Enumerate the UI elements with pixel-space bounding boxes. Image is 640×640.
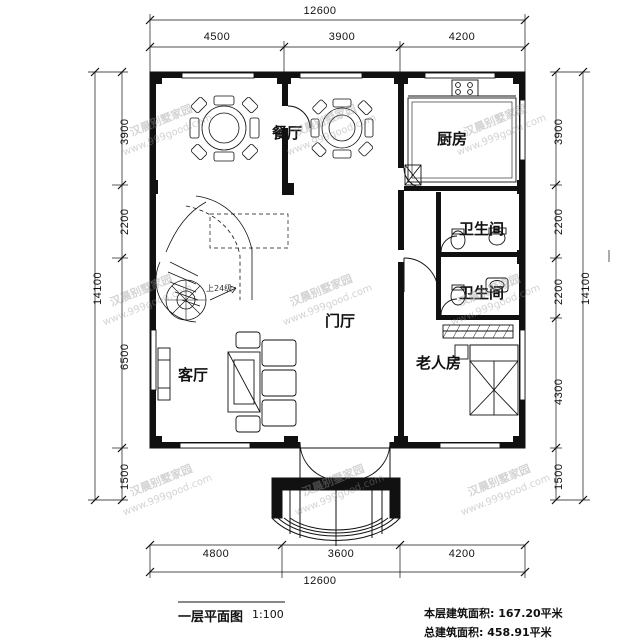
dim-bottom-overall: 12600: [303, 575, 337, 587]
room-label-bathroom-2: 卫生间: [459, 284, 505, 302]
dim-bottom-seg-1: 4800: [202, 548, 230, 560]
dim-left-seg-1: 3900: [119, 118, 131, 145]
dim-right-seg-4: 4300: [553, 378, 565, 405]
dim-right-seg-3: 2200: [553, 278, 565, 305]
room-label-entry-hall: 门厅: [325, 312, 356, 330]
dim-left-seg-2: 2200: [119, 208, 131, 235]
plan-scale: 1:100: [252, 608, 284, 621]
dim-right-seg-5: 1500: [553, 463, 565, 490]
stair-up-annotation: 上24级: [206, 284, 233, 293]
dim-right-seg-1: 3900: [553, 118, 565, 145]
dim-bottom-seg-2: 3600: [327, 548, 355, 560]
title-underline: [178, 601, 285, 603]
area-total: 总建筑面积: 458.91平米: [424, 626, 552, 639]
dim-top-seg-2: 3900: [328, 31, 356, 43]
area-floor: 本层建筑面积: 167.20平米: [424, 607, 563, 620]
dim-right-overall: 14100: [580, 271, 592, 305]
room-label-kitchen: 厨房: [437, 130, 468, 148]
dim-top-overall: 12600: [303, 5, 337, 17]
dim-top-seg-1: 4500: [203, 31, 231, 43]
dim-bottom-seg-3: 4200: [448, 548, 476, 560]
room-label-dining: 餐厅: [272, 124, 303, 142]
dim-left-seg-4: 1500: [119, 463, 131, 490]
dim-left-seg-3: 6500: [119, 343, 131, 370]
room-label-bathroom-1: 卫生间: [459, 220, 505, 238]
dim-left-overall: 14100: [92, 271, 104, 305]
room-label-living: 客厅: [178, 366, 209, 384]
plan-title: 一层平面图: [178, 610, 244, 625]
dim-top-seg-3: 4200: [448, 31, 476, 43]
dim-right-seg-2: 2200: [553, 208, 565, 235]
room-label-elder-room: 老人房: [416, 354, 462, 372]
